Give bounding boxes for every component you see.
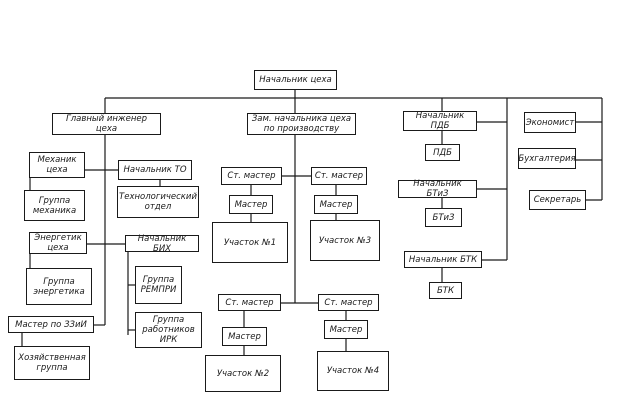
rempri-group-box: Группа РЕМПРИ	[135, 266, 182, 304]
site-4-box: Участок №4	[317, 351, 389, 391]
pdb-head-box: Начальник ПДБ	[403, 111, 477, 131]
economist-box: Экономист	[524, 112, 576, 133]
deputy-head-box: Зам. начальника цеха по производству	[247, 113, 356, 135]
accounting-box: Бухгалтерия	[518, 148, 576, 169]
tech-department-box: Технологический отдел	[117, 186, 199, 218]
chief-engineer-box: Главный инженер цеха	[52, 113, 161, 135]
household-group-box: Хозяйственная группа	[14, 346, 90, 380]
site-3-box: Участок №3	[310, 220, 380, 261]
master-4-box: Мастер	[324, 320, 368, 339]
senior-master-3-box: Ст. мастер	[311, 167, 367, 185]
site-1-box: Участок №1	[212, 222, 288, 263]
site-2-box: Участок №2	[205, 355, 281, 392]
senior-master-2-box: Ст. мастер	[218, 294, 281, 311]
to-head-box: Начальник ТО	[118, 160, 192, 180]
mechanic-group-box: Группа механика	[24, 190, 85, 221]
power-engineer-box: Энергетик цеха	[29, 232, 87, 254]
bih-head-box: Начальник БИХ	[125, 234, 199, 254]
master-3-box: Мастер	[314, 195, 358, 214]
btiz-head-box: Начальник БТиЗ	[398, 179, 477, 199]
pdb-box: ПДБ	[425, 144, 460, 161]
btk-box: БТК	[429, 282, 462, 299]
irk-group-box: Группа работников ИРК	[135, 312, 202, 348]
senior-master-4-box: Ст. мастер	[318, 294, 379, 311]
btk-head-box: Начальник БТК	[404, 251, 482, 268]
secretary-box: Секретарь	[529, 190, 586, 210]
master-1-box: Мастер	[229, 195, 273, 214]
mechanic-box: Механик цеха	[29, 152, 85, 178]
zzi-master-box: Мастер по ЗЗиИ	[8, 316, 94, 333]
head-of-shop-box: Начальник цеха	[254, 70, 337, 90]
senior-master-1-box: Ст. мастер	[221, 167, 282, 185]
power-group-box: Группа энергетика	[26, 268, 92, 305]
master-2-box: Мастер	[222, 327, 267, 346]
btiz-box: БТиЗ	[425, 208, 462, 227]
